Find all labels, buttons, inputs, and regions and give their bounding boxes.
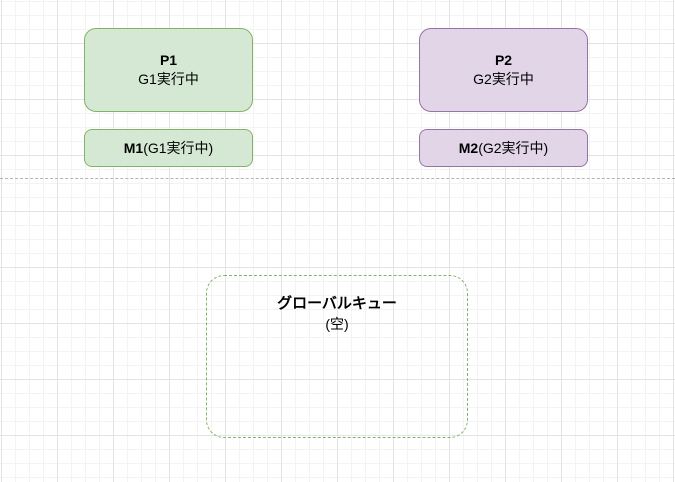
node-p2-subtitle: G2実行中 [473, 71, 534, 87]
node-p1[interactable]: P1 G1実行中 [84, 28, 253, 112]
global-queue-subtitle: (空) [325, 316, 349, 332]
node-m1-label-bold: M1 [123, 139, 144, 156]
node-m2[interactable]: M2(G2実行中) [419, 129, 588, 167]
node-m2-label-bold: M2 [458, 139, 479, 156]
node-p1-subtitle: G1実行中 [138, 71, 199, 87]
node-m1[interactable]: M1(G1実行中) [84, 129, 253, 167]
node-p1-title: P1 [159, 52, 178, 68]
node-m2-label-rest: (G2実行中) [478, 139, 549, 156]
dashed-divider-line [0, 178, 675, 179]
node-m1-label-rest: (G1実行中) [143, 139, 214, 156]
node-p2-title: P2 [494, 52, 513, 68]
global-queue-title: グローバルキュー [277, 295, 397, 312]
node-p2[interactable]: P2 G2実行中 [419, 28, 588, 112]
node-global-queue[interactable]: グローバルキュー (空) [206, 275, 468, 438]
